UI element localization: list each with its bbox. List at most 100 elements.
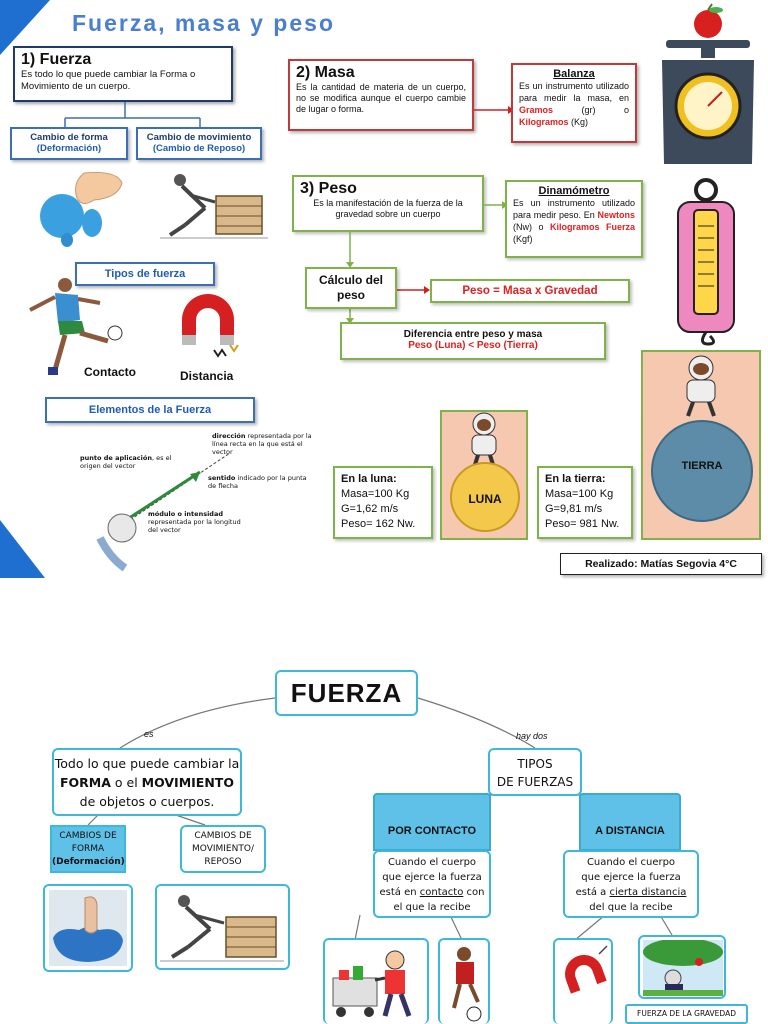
luna-data-box: En la luna: Masa=100 Kg G=1,62 m/s Peso=… xyxy=(333,466,433,539)
vector-sentido: sentido indicado por la punta de flecha xyxy=(208,474,307,490)
vector-punto: punto de aplicación, es el origen del ve… xyxy=(80,454,172,470)
pushing-image-frame xyxy=(155,884,290,970)
dynamometer-icon xyxy=(677,178,735,346)
fuerza-desc-line2: FORMA o el MOVIMIENTO xyxy=(60,775,234,790)
contacto-desc-b: que ejerce la fuerza xyxy=(382,872,482,883)
scale-with-apple-icon xyxy=(662,3,754,164)
masa-box: 2) Masa Es la cantidad de materia de un … xyxy=(288,59,474,131)
calculo-connectors xyxy=(346,232,430,324)
tierra-data-box: En la tierra: Masa=100 Kg G=9,81 m/s Pes… xyxy=(537,466,633,539)
tierra-label: TIERRA xyxy=(681,460,723,472)
cambios-mov-l2: MOVIMIENTO/ xyxy=(192,844,254,854)
contacto-desc-d: el que la recibe xyxy=(393,902,471,913)
hay-dos-label: hay dos xyxy=(516,731,548,741)
cambio-forma-box: Cambio de forma (Deformación) xyxy=(10,127,128,160)
magnet-icon-2 xyxy=(565,945,608,994)
fuerza-box: 1) Fuerza Es todo lo que puede cambiar l… xyxy=(13,46,233,102)
elementos-box: Elementos de la Fuerza xyxy=(45,397,255,423)
diferencia-box: Diferencia entre peso y masa Peso (Luna)… xyxy=(340,322,606,360)
es-label: es xyxy=(144,729,154,739)
distancia-label: Distancia xyxy=(180,369,234,383)
luna-data-masa: Masa=100 Kg xyxy=(341,488,410,500)
cambios-forma-l1: CAMBIOS DE xyxy=(59,831,117,841)
magnet-icon xyxy=(182,294,239,358)
peso-box: 3) Peso Es la manifestación de la fuerza… xyxy=(292,175,484,232)
vector-diagram: dirección representada por la línea rect… xyxy=(80,428,320,576)
astronaut-moon-icon xyxy=(471,412,497,469)
gravity-image-frame xyxy=(638,935,726,999)
cambios-mov-box: CAMBIOS DE MOVIMIENTO/ REPOSO xyxy=(180,825,266,873)
tierra-sphere: TIERRA xyxy=(651,420,753,522)
tierra-data-g: G=9,81 m/s xyxy=(545,503,603,515)
contacto-desc-box: Cuando el cuerpo que ejerce la fuerza es… xyxy=(373,850,491,918)
distancia-desc-b: que ejerce la fuerza xyxy=(581,872,681,883)
bottom-concept-map: FUERZA es hay dos Todo lo que puede camb… xyxy=(0,650,768,1024)
cambios-forma-l3: (Deformación) xyxy=(52,857,125,867)
football-kick-icon xyxy=(452,947,482,1022)
calculo-box: Cálculo del peso xyxy=(305,267,397,309)
cambio-movimiento-sub: (Cambio de Reposo) xyxy=(152,143,246,154)
cambios-forma-box: CAMBIOS DE FORMA (Deformación) xyxy=(50,825,126,873)
tierra-data-title: En la tierra: xyxy=(545,473,606,485)
cambio-forma-sub: (Deformación) xyxy=(36,143,102,154)
fuerza-desc-line3: de objetos o cuerpos. xyxy=(79,794,215,809)
cambios-mov-l1: CAMBIOS DE xyxy=(194,831,252,841)
contacto-label: Contacto xyxy=(84,365,136,379)
vector-direccion: dirección representada por la línea rect… xyxy=(212,432,312,456)
magnet-image-frame xyxy=(553,938,613,1024)
corner-decoration-top xyxy=(0,0,50,55)
masa-arrow xyxy=(474,106,514,114)
contacto-desc-c: está en contacto con xyxy=(379,887,485,898)
tierra-data-masa: Masa=100 Kg xyxy=(545,488,614,500)
shopping-cart-icon xyxy=(332,950,412,1017)
cambio-forma-title: Cambio de forma xyxy=(30,132,108,143)
a-distancia-header: A DISTANCIA xyxy=(579,793,681,851)
masa-heading: 2) Masa xyxy=(296,64,355,81)
masa-desc: Es la cantidad de materia de un cuerpo, … xyxy=(296,82,466,114)
newton-apple-tree-icon xyxy=(643,938,723,996)
hand-squeeze-icon xyxy=(40,172,123,247)
peso-heading: 3) Peso xyxy=(300,180,357,197)
corner-decoration-bottom xyxy=(0,520,45,578)
contacto-desc-a: Cuando el cuerpo xyxy=(387,857,477,868)
pushing-box-icon-2 xyxy=(160,895,284,962)
tipos-box: TIPOS DE FUERZAS xyxy=(488,748,582,796)
cart-image-frame xyxy=(323,938,429,1024)
balanza-box: Balanza Es un instrumento utilizado para… xyxy=(511,63,637,143)
pushing-box-icon xyxy=(160,174,268,239)
tierra-data-peso: Peso= 981 Nw. xyxy=(545,518,620,530)
cambios-forma-l2: FORMA xyxy=(71,844,105,854)
balanza-title: Balanza xyxy=(553,68,595,80)
gravedad-label-box: FUERZA DE LA GRAVEDAD xyxy=(625,1004,748,1024)
fuerza-desc: Es todo lo que puede cambiar la Forma o … xyxy=(21,69,196,92)
vector-arrow-icon xyxy=(96,452,231,572)
formula-box: Peso = Masa x Gravedad xyxy=(430,279,630,303)
top-poster: Fuerza, masa y peso 1) Fuerza Es todo lo… xyxy=(0,0,762,578)
football-image-frame xyxy=(438,938,490,1024)
dinamometro-desc: Es un instrumento utilizado para medir p… xyxy=(513,198,635,244)
diferencia-title: Diferencia entre peso y masa xyxy=(403,329,543,340)
distancia-desc-a: Cuando el cuerpo xyxy=(586,857,676,868)
luna-data-peso: Peso= 162 Nw. xyxy=(341,518,416,530)
fuerza-title-box: FUERZA xyxy=(275,670,418,716)
dinamometro-title: Dinamómetro xyxy=(538,185,610,197)
luna-data-title: En la luna: xyxy=(341,473,397,485)
fuerza-connectors xyxy=(64,102,201,127)
astronaut-earth-icon xyxy=(686,355,716,417)
fuerza-desc-line1: Todo lo que puede cambiar la xyxy=(54,756,240,771)
luna-data-g: G=1,62 m/s xyxy=(341,503,399,515)
tipos-fuerza-box: Tipos de fuerza xyxy=(75,262,215,286)
luna-sphere: LUNA xyxy=(450,462,520,532)
vector-modulo: módulo o intensidad representada por la … xyxy=(148,510,241,534)
soccer-player-icon xyxy=(29,278,123,375)
diferencia-sub: Peso (Luna) < Peso (Tierra) xyxy=(408,340,538,351)
distancia-desc-c: está a cierta distancia xyxy=(575,887,687,898)
distancia-desc-box: Cuando el cuerpo que ejerce la fuerza es… xyxy=(563,850,699,918)
balanza-desc: Es un instrumento utilizado para medir l… xyxy=(519,81,629,127)
cambio-movimiento-title: Cambio de movimiento xyxy=(146,132,252,143)
sponge-icon xyxy=(49,890,127,966)
sponge-image-frame xyxy=(43,884,133,972)
fuerza-desc-box: Todo lo que puede cambiar la FORMA o el … xyxy=(52,748,242,816)
fuerza-heading: 1) Fuerza xyxy=(21,51,92,68)
credit-box: Realizado: Matías Segovia 4°C xyxy=(560,553,762,575)
